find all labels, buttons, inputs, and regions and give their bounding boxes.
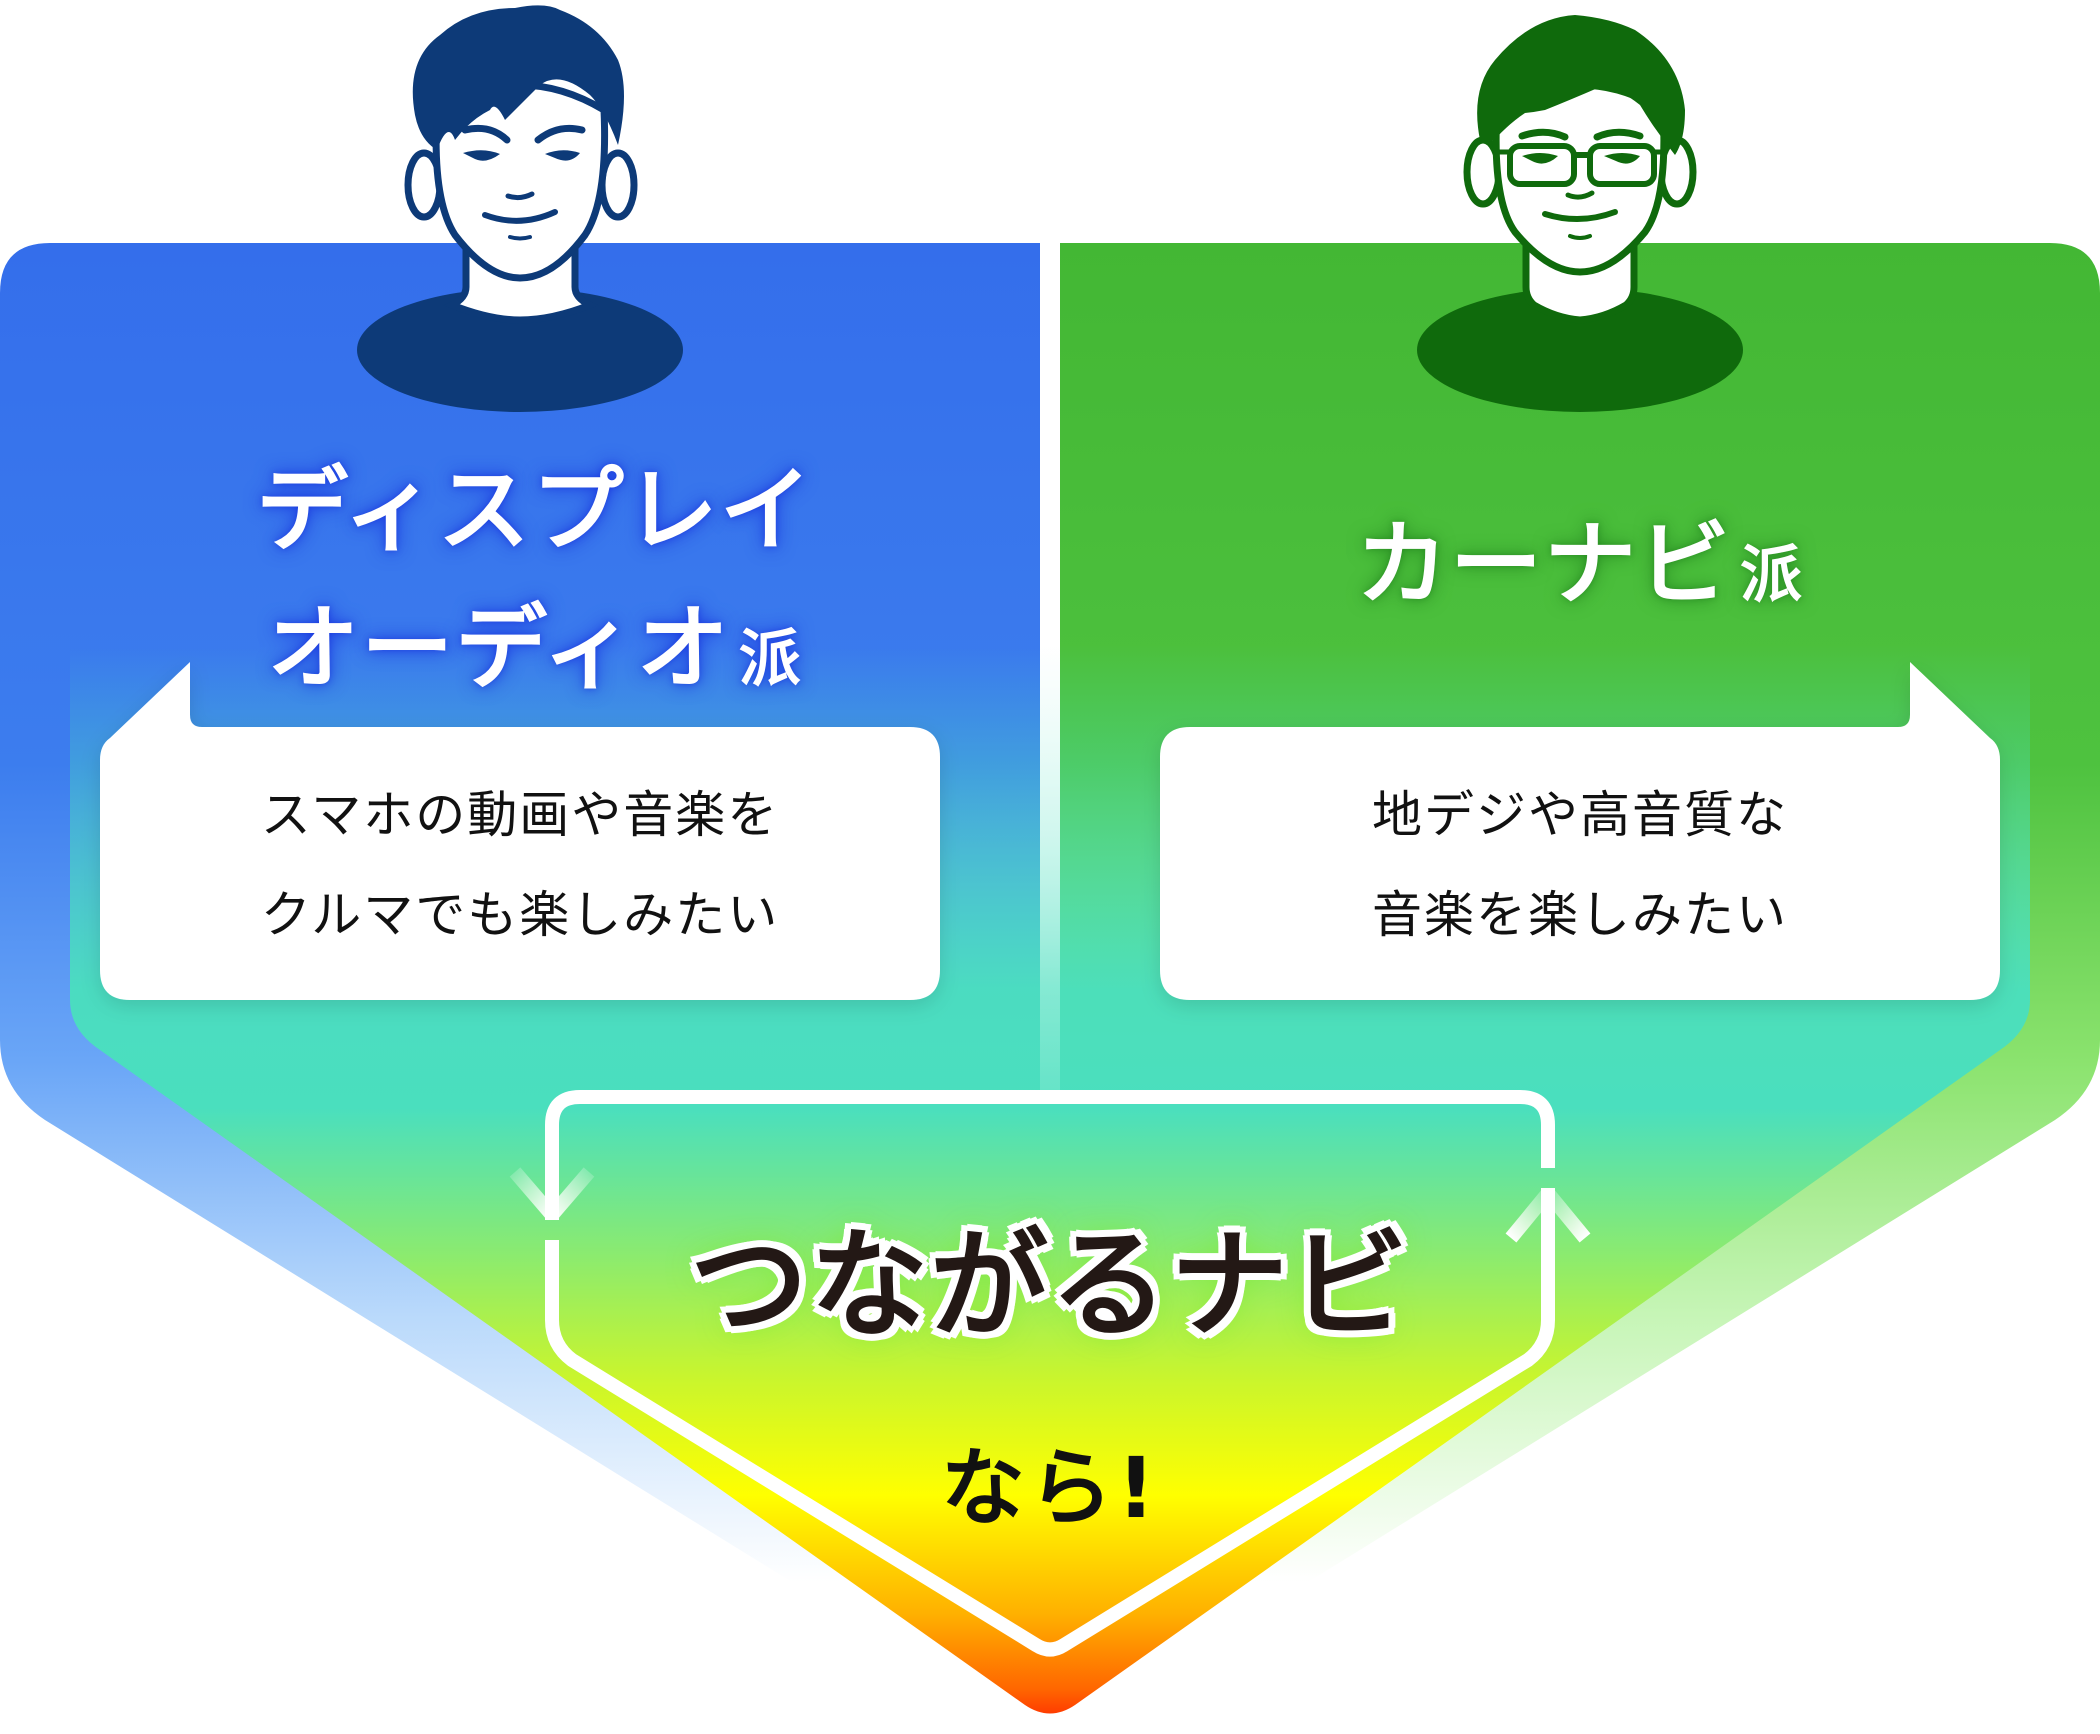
left-heading: ディスプレイ オーディオ派 bbox=[150, 442, 920, 728]
display-audio-user-avatar bbox=[357, 5, 683, 412]
arrow-down-icon bbox=[509, 1167, 595, 1220]
arrow-up-icon bbox=[1505, 1188, 1591, 1243]
left-bubble-line1: スマホの動画や音楽を bbox=[260, 786, 780, 844]
left-heading-line1: ディスプレイ bbox=[256, 457, 814, 564]
right-heading-suffix: 派 bbox=[1740, 538, 1805, 611]
loop-icon bbox=[545, 1090, 1555, 1657]
left-speech-bubble bbox=[100, 662, 940, 1000]
left-bubble-line2: クルマでも楽しみたい bbox=[260, 886, 780, 944]
right-bubble-line1: 地デジや高音質な bbox=[1372, 786, 1788, 844]
cta-title: つながるナビ bbox=[689, 1216, 1410, 1354]
left-heading-suffix: 派 bbox=[738, 622, 803, 695]
left-heading-line2: オーディオ派 bbox=[150, 580, 920, 728]
right-speech-bubble bbox=[1160, 662, 2000, 1000]
right-heading-main: カーナビ bbox=[1355, 511, 1732, 618]
right-bubble-line2: 音楽を楽しみたい bbox=[1372, 886, 1788, 944]
cta-subtitle: なら! bbox=[940, 1439, 1160, 1537]
right-heading-line1: カーナビ派 bbox=[1200, 500, 1960, 640]
car-navi-user-avatar-glasses bbox=[1417, 15, 1743, 412]
right-bubble-text: 地デジや高音質な 音楽を楽しみたい bbox=[1160, 765, 2000, 965]
panel-divider bbox=[1040, 243, 1060, 1091]
right-heading: カーナビ派 bbox=[1200, 500, 1960, 640]
left-heading-main: オーディオ bbox=[267, 595, 731, 702]
left-bubble-text: スマホの動画や音楽を クルマでも楽しみたい bbox=[100, 765, 940, 965]
